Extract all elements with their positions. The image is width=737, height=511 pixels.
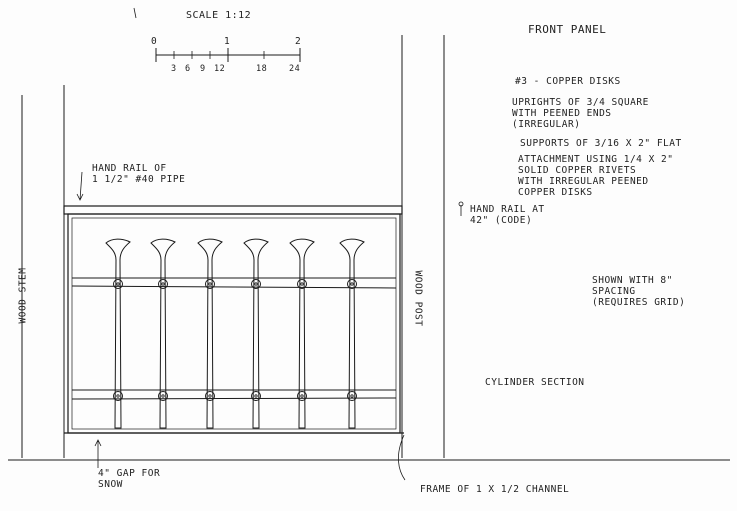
scale-major-2: 2 (295, 36, 302, 47)
label-frame-channel: Frame of 1 x 1/2 channel (420, 484, 570, 495)
note-attachment: Attachment using 1/4 x 2" solid copper r… (518, 154, 674, 198)
rivet-head (350, 394, 354, 398)
scale-ticks (155, 48, 301, 62)
copper-disk (113, 391, 123, 401)
copper-disk (158, 279, 168, 289)
rivet-head (116, 394, 120, 398)
scale-minor-9: 9 (200, 64, 206, 74)
rivet-head (300, 282, 304, 286)
copper-disk (251, 391, 261, 401)
upright-bar (243, 238, 269, 429)
label-hand-rail: Hand rail of 1 1/2" #40 pipe (92, 163, 186, 185)
copper-disk (297, 391, 307, 401)
label-snow-gap: 4" gap for snow (98, 468, 161, 490)
copper-disk (113, 279, 123, 289)
upright-bar (150, 238, 176, 429)
rivet-head (161, 282, 165, 286)
scale-major-0: 0 (151, 36, 158, 47)
note-handrail-height: Hand rail at 42" (code) (470, 204, 545, 226)
rivet-head (116, 282, 120, 286)
frame-inner (71, 217, 397, 430)
scale-minor-3: 3 (171, 64, 177, 74)
upright-bar (339, 238, 365, 429)
scale-minor-18: 18 (256, 64, 268, 74)
upright-bar (197, 238, 223, 429)
copper-disk (251, 279, 261, 289)
handrail-height-dot (458, 201, 464, 207)
label-wood-stem: Wood stem (17, 267, 29, 324)
frame-leader (398, 434, 406, 481)
copper-disk (347, 279, 357, 289)
drawing-title: Front Panel (528, 23, 607, 36)
gap-leader (94, 439, 102, 468)
rivet-head (300, 394, 304, 398)
rivet-head (350, 282, 354, 286)
note-supports: Supports of 3/16 x 2" flat (520, 138, 682, 149)
upper-support (71, 277, 397, 289)
scale-label: Scale 1:12 (186, 10, 252, 21)
corner-mark (133, 7, 137, 19)
uprights-group (105, 238, 365, 429)
copper-disk (297, 279, 307, 289)
copper-disk (158, 391, 168, 401)
label-wood-post: Wood post (412, 270, 424, 327)
note-cylinder-section: Cylinder section (485, 377, 585, 388)
note-uprights: Uprights of 3/4 square with peened ends … (512, 97, 649, 130)
rivet-head (208, 394, 212, 398)
rivet-head (254, 282, 258, 286)
note-copper-disks: #3 - Copper Disks (515, 76, 621, 87)
copper-disk (347, 391, 357, 401)
upright-bar (105, 238, 131, 429)
scale-minor-12: 12 (214, 64, 226, 74)
note-spacing: Shown with 8" spacing (requires grid) (592, 275, 686, 308)
scale-major-1: 1 (224, 36, 231, 47)
copper-disk (205, 279, 215, 289)
rivet-head (208, 282, 212, 286)
hand-rail (63, 205, 403, 215)
rivet-head (161, 394, 165, 398)
upright-bar (289, 238, 315, 429)
lower-support (71, 389, 397, 400)
copper-disk (205, 391, 215, 401)
scale-minor-6: 6 (185, 64, 191, 74)
scale-minor-24: 24 (289, 64, 301, 74)
rivet-head (254, 394, 258, 398)
hand-rail-leader (76, 171, 84, 201)
